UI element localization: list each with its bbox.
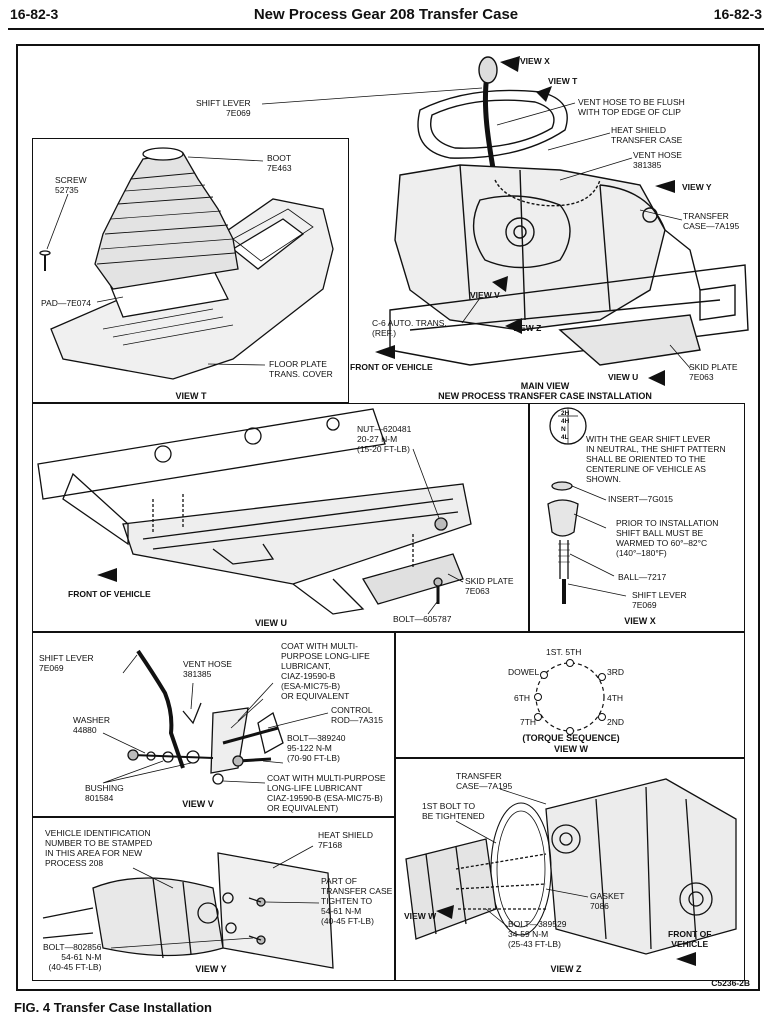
view-x-label-note: WITH THE GEAR SHIFT LEVER IN NEUTRAL, TH… <box>586 434 726 484</box>
figure-frame <box>16 44 760 991</box>
panel-view-z: TRANSFER CASE—7A195 1ST BOLT TO BE TIGHT… <box>395 758 745 981</box>
view-u-label-front-of-vehicle: FRONT OF VEHICLE <box>68 589 151 599</box>
main-label-skid-plate: SKID PLATE 7E063 <box>689 362 738 382</box>
view-y-caption: VIEW Y <box>195 964 227 974</box>
view-w-drawing <box>534 659 606 735</box>
view-w-dowel: DOWEL <box>508 667 540 677</box>
page-number-right: 16-82-3 <box>713 6 762 22</box>
view-v-label-vent-hose: VENT HOSE 381385 <box>183 659 232 679</box>
view-y-label-vin: VEHICLE IDENTIFICATION NUMBER TO BE STAM… <box>45 828 153 868</box>
view-v-label-coat-2: COAT WITH MULTI-PURPOSE LONG-LIFE LUBRIC… <box>267 773 386 813</box>
view-z-label-first-bolt: 1ST BOLT TO BE TIGHTENED <box>422 801 485 821</box>
view-z-label-view-w: VIEW W <box>404 911 437 921</box>
view-v-label-shift-lever: SHIFT LEVER 7E069 <box>39 653 94 673</box>
view-t-label-pad: PAD—7E074 <box>41 298 91 308</box>
view-v-drawing <box>102 649 329 785</box>
view-w-pos-1-5: 1ST. 5TH <box>546 647 582 657</box>
view-z-drawing <box>405 778 737 966</box>
view-v-label-coat-1: COAT WITH MULTI- PURPOSE LONG-LIFE LUBRI… <box>281 641 370 701</box>
view-u-label-nut: NUT—620481 20-27 N-m (15-20 FT-LB) <box>357 424 412 454</box>
figure-caption: FIG. 4 Transfer Case Installation <box>14 1000 212 1015</box>
main-view-caption-2: NEW PROCESS TRANSFER CASE INSTALLATION <box>438 391 652 401</box>
header-rule <box>8 28 764 30</box>
view-u-drawing <box>37 408 472 615</box>
view-x-caption: VIEW X <box>624 616 656 626</box>
panel-view-u: NUT—620481 20-27 N-m (15-20 FT-LB) FRONT… <box>32 403 529 632</box>
view-t-label-floor-plate: FLOOR PLATE TRANS. COVER <box>269 359 333 379</box>
panel-view-w: 1ST. 5TH 3RD 4TH 2ND 7TH 6TH DOWEL (TORQ… <box>395 632 745 758</box>
view-x-label-shift-lever: SHIFT LEVER 7E069 <box>632 590 687 610</box>
view-v-label-control-rod: CONTROL ROD—7A315 <box>331 705 383 725</box>
view-x-label-prior: PRIOR TO INSTALLATION SHIFT BALL MUST BE… <box>616 518 719 558</box>
main-label-view-t: VIEW T <box>548 76 578 86</box>
view-x-knob-pattern: 2H 4H N 4L <box>561 410 570 441</box>
main-label-c6-trans: C-6 AUTO. TRANS. (REF.) <box>372 318 447 338</box>
main-label-heat-shield: HEAT SHIELD TRANSFER CASE <box>611 125 683 145</box>
view-t-drawing <box>39 147 334 380</box>
view-u-label-bolt: BOLT—605787 <box>393 614 452 624</box>
main-label-view-z: VIEW Z <box>512 323 542 333</box>
page-number-left: 16-82-3 <box>10 6 59 22</box>
view-z-label-gasket: GASKET 7086 <box>590 891 625 911</box>
main-label-transfer-case: TRANSFER CASE—7A195 <box>683 211 740 231</box>
panel-view-v: SHIFT LEVER 7E069 VENT HOSE 381385 COAT … <box>32 632 395 817</box>
main-label-view-x: VIEW X <box>520 56 550 66</box>
view-x-drawing <box>547 407 627 604</box>
view-z-caption: VIEW Z <box>550 964 582 974</box>
view-w-pos-3: 3RD <box>607 667 625 677</box>
view-y-label-bolt: BOLT—802856 54-61 N-m (40-45 FT-LB) <box>43 942 102 972</box>
panel-view-x: 2H 4H N 4L WITH THE GEAR SHIFT LEVER IN … <box>529 403 745 632</box>
view-y-label-heat-shield: HEAT SHIELD 7F168 <box>318 830 373 850</box>
view-t-caption: VIEW T <box>175 391 207 401</box>
view-t-label-boot: BOOT 7E463 <box>267 153 292 173</box>
view-x-label-insert: INSERT—7G015 <box>608 494 674 504</box>
main-label-shift-lever: SHIFT LEVER 7E069 <box>196 98 251 118</box>
view-w-pos-2: 2ND <box>607 717 625 727</box>
view-v-label-bushing: BUSHING 801584 <box>85 783 124 803</box>
view-z-arrow-w-icon <box>436 905 454 919</box>
view-y-drawing <box>42 845 334 969</box>
view-z-label-bolt: BOLT—389529 34-59 N-m (25-43 FT-LB) <box>508 919 567 949</box>
view-u-label-skid-plate: SKID PLATE 7E063 <box>465 576 514 596</box>
view-t-label-screw: SCREW 52735 <box>55 175 87 195</box>
view-w-pos-4: 4TH <box>607 693 624 703</box>
view-w-pos-6: 6TH <box>514 693 531 703</box>
view-y-label-part-of: PART OF TRANSFER CASE TIGHTEN TO 54-61 N… <box>321 876 393 926</box>
view-z-arrow-front-icon <box>676 952 696 966</box>
view-x-label-ball: BALL—7217 <box>618 572 667 582</box>
main-label-view-y: VIEW Y <box>682 182 712 192</box>
main-label-front-of-vehicle: FRONT OF VEHICLE <box>350 362 433 372</box>
view-v-label-bolt: BOLT—389240 95-122 N-m (70-90 FT-LB) <box>287 733 346 763</box>
main-label-vent-hose: VENT HOSE 381385 <box>633 150 682 170</box>
view-v-label-washer: WASHER 44880 <box>73 715 110 735</box>
view-u-arrow-icon <box>97 568 117 582</box>
main-label-vent-hose-flush: VENT HOSE TO BE FLUSH WITH TOP EDGE OF C… <box>578 97 685 117</box>
view-z-label-front-of-vehicle: FRONT OF VEHICLE <box>668 929 712 949</box>
view-w-caption: (TORQUE SEQUENCE) VIEW W <box>522 733 620 754</box>
panel-view-t: BOOT 7E463 SCREW 52735 PAD—7E074 FLOOR P… <box>32 138 349 403</box>
main-label-view-v: VIEW V <box>470 290 500 300</box>
view-v-caption: VIEW V <box>182 799 214 809</box>
drawing-code: C5236-2B <box>711 978 750 988</box>
panel-view-y: VEHICLE IDENTIFICATION NUMBER TO BE STAM… <box>32 817 395 981</box>
main-label-view-u: VIEW U <box>608 372 639 382</box>
view-u-caption: VIEW U <box>254 618 287 628</box>
main-view-caption-1: MAIN VIEW <box>520 381 570 391</box>
page-title: New Process Gear 208 Transfer Case <box>253 6 519 23</box>
view-z-label-transfer-case: TRANSFER CASE—7A195 <box>456 771 513 791</box>
view-w-pos-7: 7TH <box>520 717 537 727</box>
